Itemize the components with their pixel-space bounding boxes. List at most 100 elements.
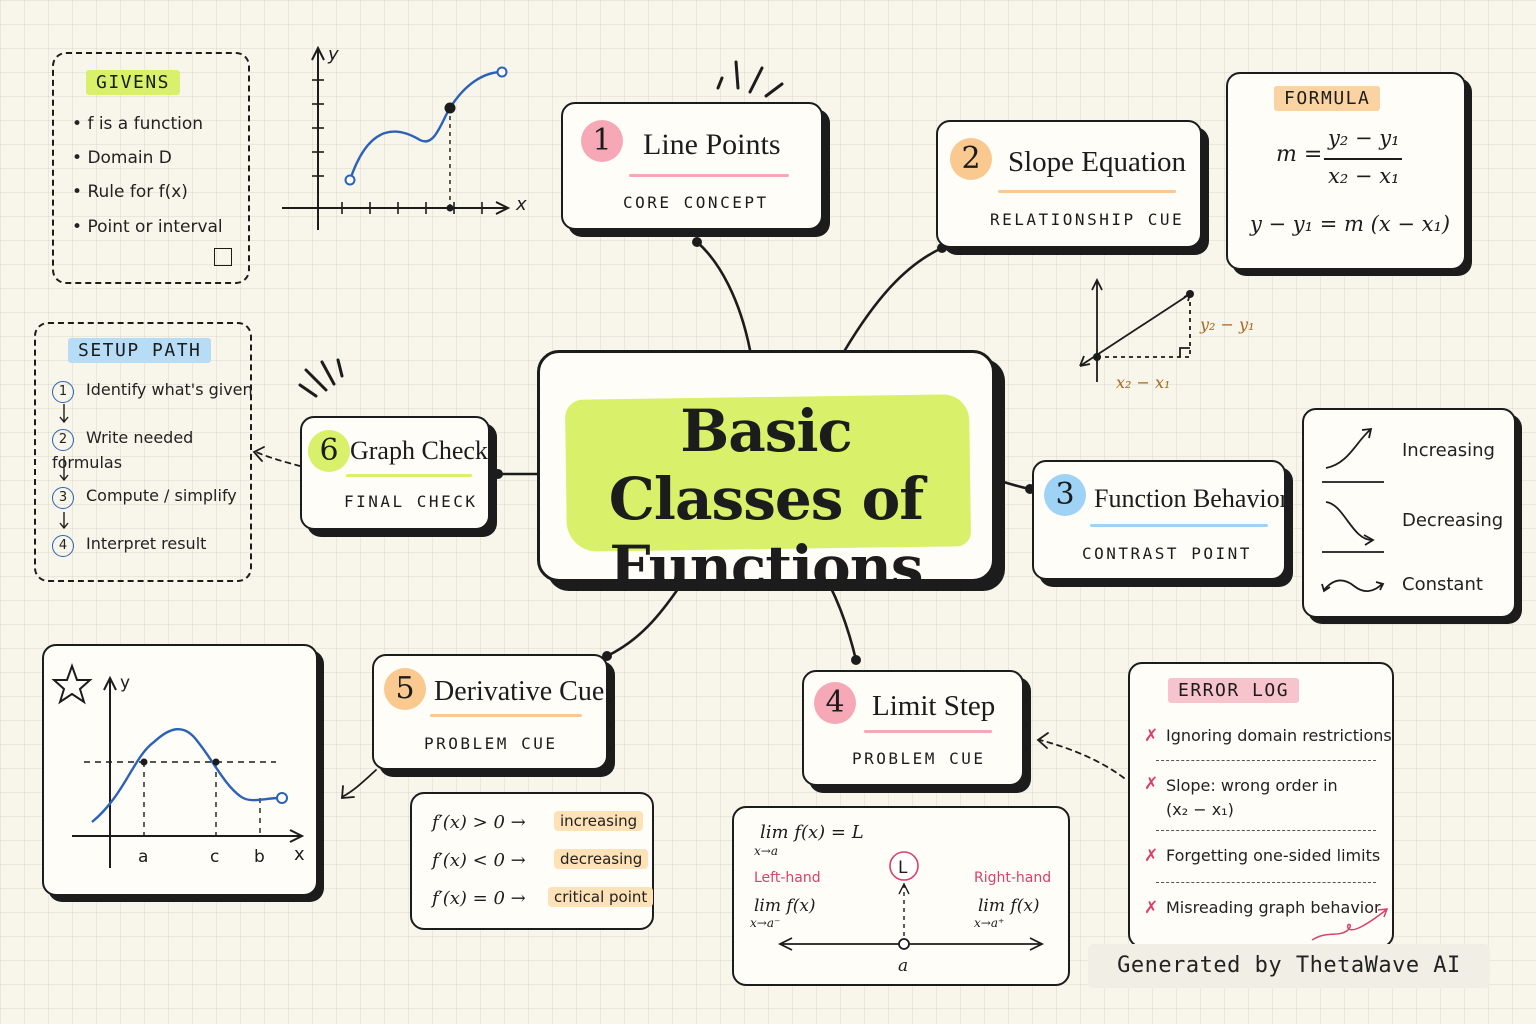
- concept-number: 4: [814, 682, 856, 724]
- limit-value-label: L: [898, 858, 908, 878]
- givens-item: • Rule for f(x): [72, 182, 188, 202]
- concept-subtitle: PROBLEM CUE: [424, 734, 558, 753]
- error-log-tag: ERROR LOG: [1168, 678, 1300, 703]
- x-axis-label: x: [294, 844, 305, 865]
- arrow-derivative-graph: [341, 769, 377, 798]
- left-limit-expr: lim f(x): [754, 896, 816, 916]
- concept-card-limit-step[interactable]: 4 Limit Step PROBLEM CUE: [802, 670, 1024, 786]
- fraction-bar: [1324, 158, 1402, 160]
- concept-title: Derivative Cue: [434, 676, 605, 707]
- derivative-rule: f′(x) < 0 →: [432, 850, 526, 871]
- right-hand-label: Right-hand: [974, 870, 1052, 886]
- formula-panel: FORMULA m = y₂ − y₁ x₂ − x₁ y − y₁ = m (…: [1226, 72, 1466, 270]
- checkbox[interactable]: [214, 248, 232, 266]
- watermark: Generated by ThetaWave AI: [1088, 944, 1490, 988]
- title-underline: [998, 190, 1176, 193]
- concept-number: 2: [950, 138, 992, 180]
- concept-number: 6: [308, 430, 350, 472]
- function-graph-sketch: y x: [282, 44, 527, 230]
- concept-card-graph-check[interactable]: 6 Graph Check FINAL CHECK: [300, 416, 490, 530]
- point-slope-formula: y − y₁ = m (x − x₁): [1250, 212, 1451, 236]
- connector-function-behavior: [988, 476, 1032, 491]
- error-x-icon: ✗: [1144, 846, 1159, 866]
- tick-label: c: [210, 847, 219, 867]
- connector-slope-equation: [843, 246, 944, 352]
- step-arrows: [59, 404, 69, 530]
- concept-title: Graph Check: [350, 436, 488, 465]
- left-hand-label: Left-hand: [754, 870, 821, 886]
- left-limit-sub: x→a⁻: [750, 916, 781, 930]
- increasing-curve-icon: [1325, 427, 1373, 469]
- critical-point-graph-panel: y x a c b: [42, 644, 318, 896]
- run-label: x₂ − x₁: [1116, 373, 1170, 392]
- concept-title: Slope Equation: [1008, 146, 1187, 178]
- limit-point-marker: [898, 938, 910, 950]
- error-x-icon: ✗: [1144, 726, 1159, 746]
- divider: [1156, 760, 1376, 761]
- concept-card-line-points[interactable]: 1 Line Points CORE CONCEPT: [561, 102, 823, 230]
- title-underline: [346, 474, 472, 477]
- concept-number: 5: [384, 668, 426, 710]
- formula-tag: FORMULA: [1274, 86, 1381, 111]
- star-icon: [51, 663, 93, 705]
- givens-item: • Domain D: [72, 148, 172, 168]
- divider: [1156, 882, 1376, 883]
- derivative-rule: f′(x) > 0 →: [432, 812, 526, 833]
- central-topic[interactable]: Basic Classes of Functions: [537, 350, 995, 601]
- x-axis-label: x: [515, 194, 527, 215]
- tick-label: b: [254, 847, 265, 867]
- givens-tag: GIVENS: [86, 70, 181, 95]
- concept-subtitle: CORE CONCEPT: [623, 193, 769, 212]
- concept-subtitle: CONTRAST POINT: [1082, 544, 1252, 563]
- error-item: Ignoring domain restrictions: [1166, 726, 1392, 745]
- limit-point-label: a: [898, 956, 908, 976]
- concept-subtitle: PROBLEM CUE: [852, 749, 986, 768]
- concept-subtitle: FINAL CHECK: [344, 492, 478, 511]
- concept-title: Function Behavior: [1094, 484, 1289, 513]
- y-axis-label: y: [120, 673, 130, 693]
- concept-card-slope-equation[interactable]: 2 Slope Equation RELATIONSHIP CUE: [936, 120, 1202, 248]
- title-underline: [1090, 524, 1268, 527]
- y-axis-label: y: [327, 44, 339, 65]
- divider: [1156, 830, 1376, 831]
- connector-line-points: [695, 240, 752, 352]
- error-x-icon: ✗: [1144, 774, 1159, 794]
- slope-numerator: y₂ − y₁: [1328, 126, 1400, 150]
- limit-main-sub: x→a: [754, 844, 778, 858]
- concept-title: Limit Step: [872, 690, 996, 722]
- error-item: Forgetting one-sided limits: [1166, 846, 1381, 865]
- dashed-arrow-setup: [255, 451, 301, 467]
- limit-number-line: L a: [777, 851, 1045, 976]
- concept-subtitle: RELATIONSHIP CUE: [990, 210, 1185, 229]
- limit-value-circle: [889, 851, 919, 881]
- concept-card-derivative-cue[interactable]: 5 Derivative Cue PROBLEM CUE: [372, 654, 608, 770]
- title-underline: [629, 174, 789, 177]
- slope-lhs: m =: [1276, 142, 1323, 167]
- central-title: Basic Classes of Functions: [608, 397, 924, 601]
- title-underline: [430, 714, 582, 717]
- concept-number: 1: [581, 120, 623, 162]
- error-x-icon: ✗: [1144, 898, 1159, 918]
- critical-point-graph: y x a c b: [51, 663, 305, 868]
- rise-label: y₂ − y₁: [1199, 315, 1254, 334]
- concept-title: Line Points: [643, 128, 781, 161]
- limit-main: lim f(x) = L: [760, 822, 864, 843]
- concept-card-function-behavior[interactable]: 3 Function Behavior CONTRAST POINT: [1032, 460, 1289, 580]
- concept-number: 3: [1044, 474, 1086, 516]
- derivative-result-badge: critical point: [548, 887, 654, 907]
- slope-triangle-diagram: y₂ − y₁ x₂ − x₁: [1079, 277, 1254, 392]
- error-log-panel: ERROR LOG ✗ Ignoring domain restrictions…: [1128, 662, 1394, 948]
- givens-panel: GIVENS • f is a function • Domain D • Ru…: [52, 52, 250, 284]
- dashed-arrow-error-log: [1039, 739, 1125, 779]
- behavior-label: Constant: [1402, 574, 1483, 595]
- derivative-rules-panel: f′(x) > 0 → increasing f′(x) < 0 → decre…: [410, 792, 654, 930]
- limit-panel: lim f(x) = L x→a Left-hand Right-hand li…: [732, 806, 1070, 986]
- error-item: Slope: wrong order in (x₂ − x₁): [1166, 776, 1338, 819]
- derivative-result-badge: decreasing: [554, 849, 649, 869]
- derivative-rule: f′(x) = 0 →: [432, 888, 526, 909]
- setup-path-tag: SETUP PATH: [68, 338, 212, 363]
